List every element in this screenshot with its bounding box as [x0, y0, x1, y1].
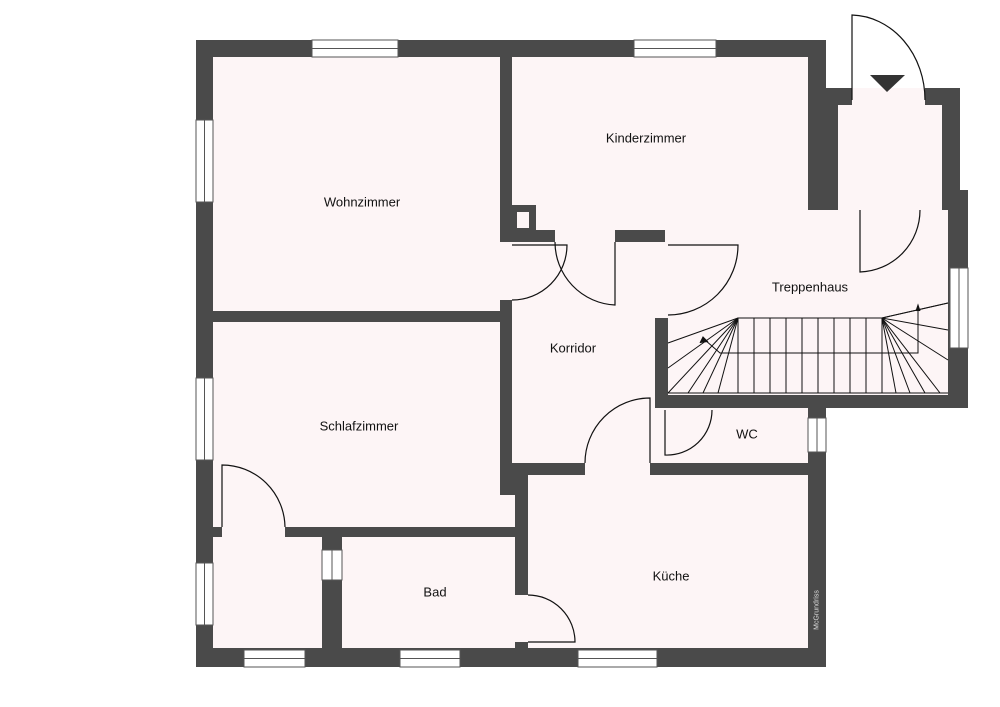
label-bad: Bad	[423, 584, 447, 600]
label-kinderzimmer: Kinderzimmer	[605, 130, 687, 146]
label-wohnzimmer: Wohnzimmer	[323, 194, 401, 210]
room-closet	[213, 537, 322, 648]
door-kinderzimmer	[554, 241, 616, 306]
door-treppenhaus	[667, 244, 739, 316]
rooms	[213, 57, 948, 648]
door-wc	[664, 409, 713, 456]
stair-step	[702, 317, 739, 394]
door-vestibule	[859, 209, 921, 273]
stair-step	[881, 317, 911, 394]
stair-step	[881, 317, 897, 394]
door-bad	[527, 594, 576, 643]
stair-step	[667, 317, 739, 369]
room-wc	[665, 408, 808, 463]
stair-step	[687, 317, 739, 394]
stair-step	[667, 317, 739, 344]
stair-step	[881, 302, 949, 319]
label-wc: WC	[736, 426, 758, 442]
stair-step	[881, 317, 949, 331]
label-kueche: Küche	[652, 568, 690, 584]
stair-step	[717, 317, 739, 394]
label-schlafzimmer: Schlafzimmer	[319, 418, 399, 434]
doors	[221, 14, 926, 643]
stair-step	[881, 317, 941, 394]
room-wohnzimmer	[213, 57, 500, 311]
watermark: McGrundriss	[813, 590, 821, 630]
stair-step	[881, 317, 949, 361]
label-treppenhaus: Treppenhaus	[771, 279, 849, 295]
windows	[195, 39, 969, 668]
door-kueche	[584, 397, 651, 464]
room-korridor	[512, 242, 655, 463]
room-kinderzimmer	[512, 57, 808, 230]
room-bad	[342, 537, 515, 648]
label-korridor: Korridor	[549, 340, 597, 356]
room-kueche	[528, 475, 808, 648]
staircase	[667, 302, 949, 394]
door-entrance	[851, 14, 926, 101]
stair-step	[881, 317, 926, 394]
door-closet	[221, 464, 286, 528]
room-vestibule	[838, 105, 942, 210]
chimney	[512, 205, 536, 240]
entrance-arrow-icon	[870, 75, 905, 92]
door-wohnzimmer	[511, 244, 568, 301]
stair-step	[667, 317, 739, 394]
